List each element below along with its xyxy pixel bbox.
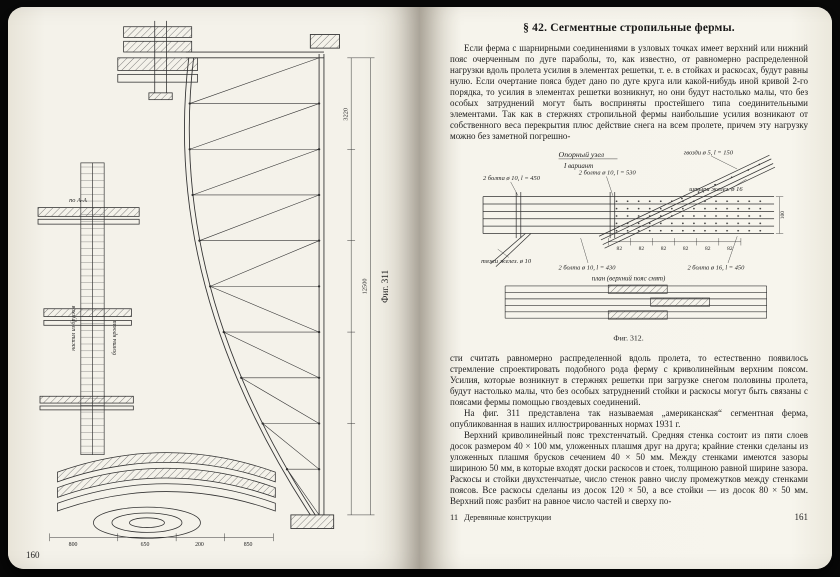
dim-d4-label: 850 bbox=[244, 542, 253, 547]
paragraph-2: сти считать равномерно распределенной вд… bbox=[450, 353, 808, 407]
label-bolts-16: 2 болта ø 16, l = 450 bbox=[687, 264, 745, 271]
dim-d2-label: 650 bbox=[141, 542, 150, 547]
signature-number: 11 bbox=[450, 512, 459, 522]
label-bolts-430: 2 болта ø 10, l = 430 bbox=[559, 264, 617, 271]
label-steel-ties: тяжи желез. ø 10 bbox=[481, 258, 532, 265]
label-bolts-530: 2 болта ø 10, l = 530 bbox=[579, 170, 637, 177]
fig-312-drawing: Опорный узел I вариант bbox=[481, 149, 786, 342]
paragraph-4: Верхний криволинейный пояс трехстенчатый… bbox=[450, 430, 808, 506]
fig-311-drawing: по А-А 3220 12500 настил из брусков болт… bbox=[37, 20, 390, 548]
deck-note-label: настил из брусков bbox=[70, 305, 77, 351]
dim-span-label: 12500 bbox=[362, 278, 369, 294]
figure-312: Опорный узел I вариант bbox=[470, 146, 788, 349]
dim-82-label: 82 bbox=[705, 246, 711, 252]
dim-d1-label: 800 bbox=[69, 542, 78, 547]
fig-312-variant: I вариант bbox=[563, 163, 593, 170]
page-footer: 11 Деревянные конструкции 161 bbox=[450, 512, 808, 522]
dim-82-label: 82 bbox=[617, 246, 623, 252]
book-spread: по А-А 3220 12500 настил из брусков болт… bbox=[8, 7, 832, 569]
printer-signature: 11 Деревянные конструкции bbox=[450, 512, 551, 522]
dim-82-label: 82 bbox=[683, 246, 689, 252]
right-page: § 42. Сегментные стропильные фермы. Если… bbox=[420, 7, 832, 569]
series-title: Деревянные конструкции bbox=[464, 513, 552, 522]
left-page-number: 160 bbox=[26, 550, 40, 560]
left-page: по А-А 3220 12500 настил из брусков болт… bbox=[8, 7, 420, 569]
dim-82-label: 82 bbox=[661, 246, 667, 252]
plan-caption: план (верхний пояс снят) bbox=[592, 275, 666, 282]
label-bolts-450: 2 болта ø 10, l = 450 bbox=[483, 175, 541, 182]
label-steel-pins: штыри желез. ø 16 bbox=[689, 186, 743, 193]
dim-rise-label: 3220 bbox=[342, 108, 349, 121]
fig-312-title: Опорный узел bbox=[559, 150, 605, 159]
dim-82-label: 82 bbox=[639, 246, 645, 252]
dim-d3-label: 200 bbox=[195, 542, 204, 547]
paragraph-3: На фиг. 311 представлена так называемая … bbox=[450, 408, 808, 429]
fig-312-caption: Фиг. 312. bbox=[613, 333, 643, 342]
bolts-note-label: болты кровли bbox=[111, 321, 118, 355]
label-nails: гвозди ø 5, l = 150 bbox=[684, 149, 734, 156]
dim-100-label: 100 bbox=[780, 211, 786, 220]
right-page-number: 161 bbox=[794, 512, 809, 522]
paragraph-1: Если ферма с шарнирными соединениями в у… bbox=[450, 43, 808, 141]
dim-82-label: 82 bbox=[727, 246, 733, 252]
section-mark-label: по А-А bbox=[69, 197, 87, 204]
fig-311-caption: Фиг. 311 bbox=[380, 269, 390, 302]
section-heading: § 42. Сегментные стропильные фермы. bbox=[523, 22, 735, 34]
